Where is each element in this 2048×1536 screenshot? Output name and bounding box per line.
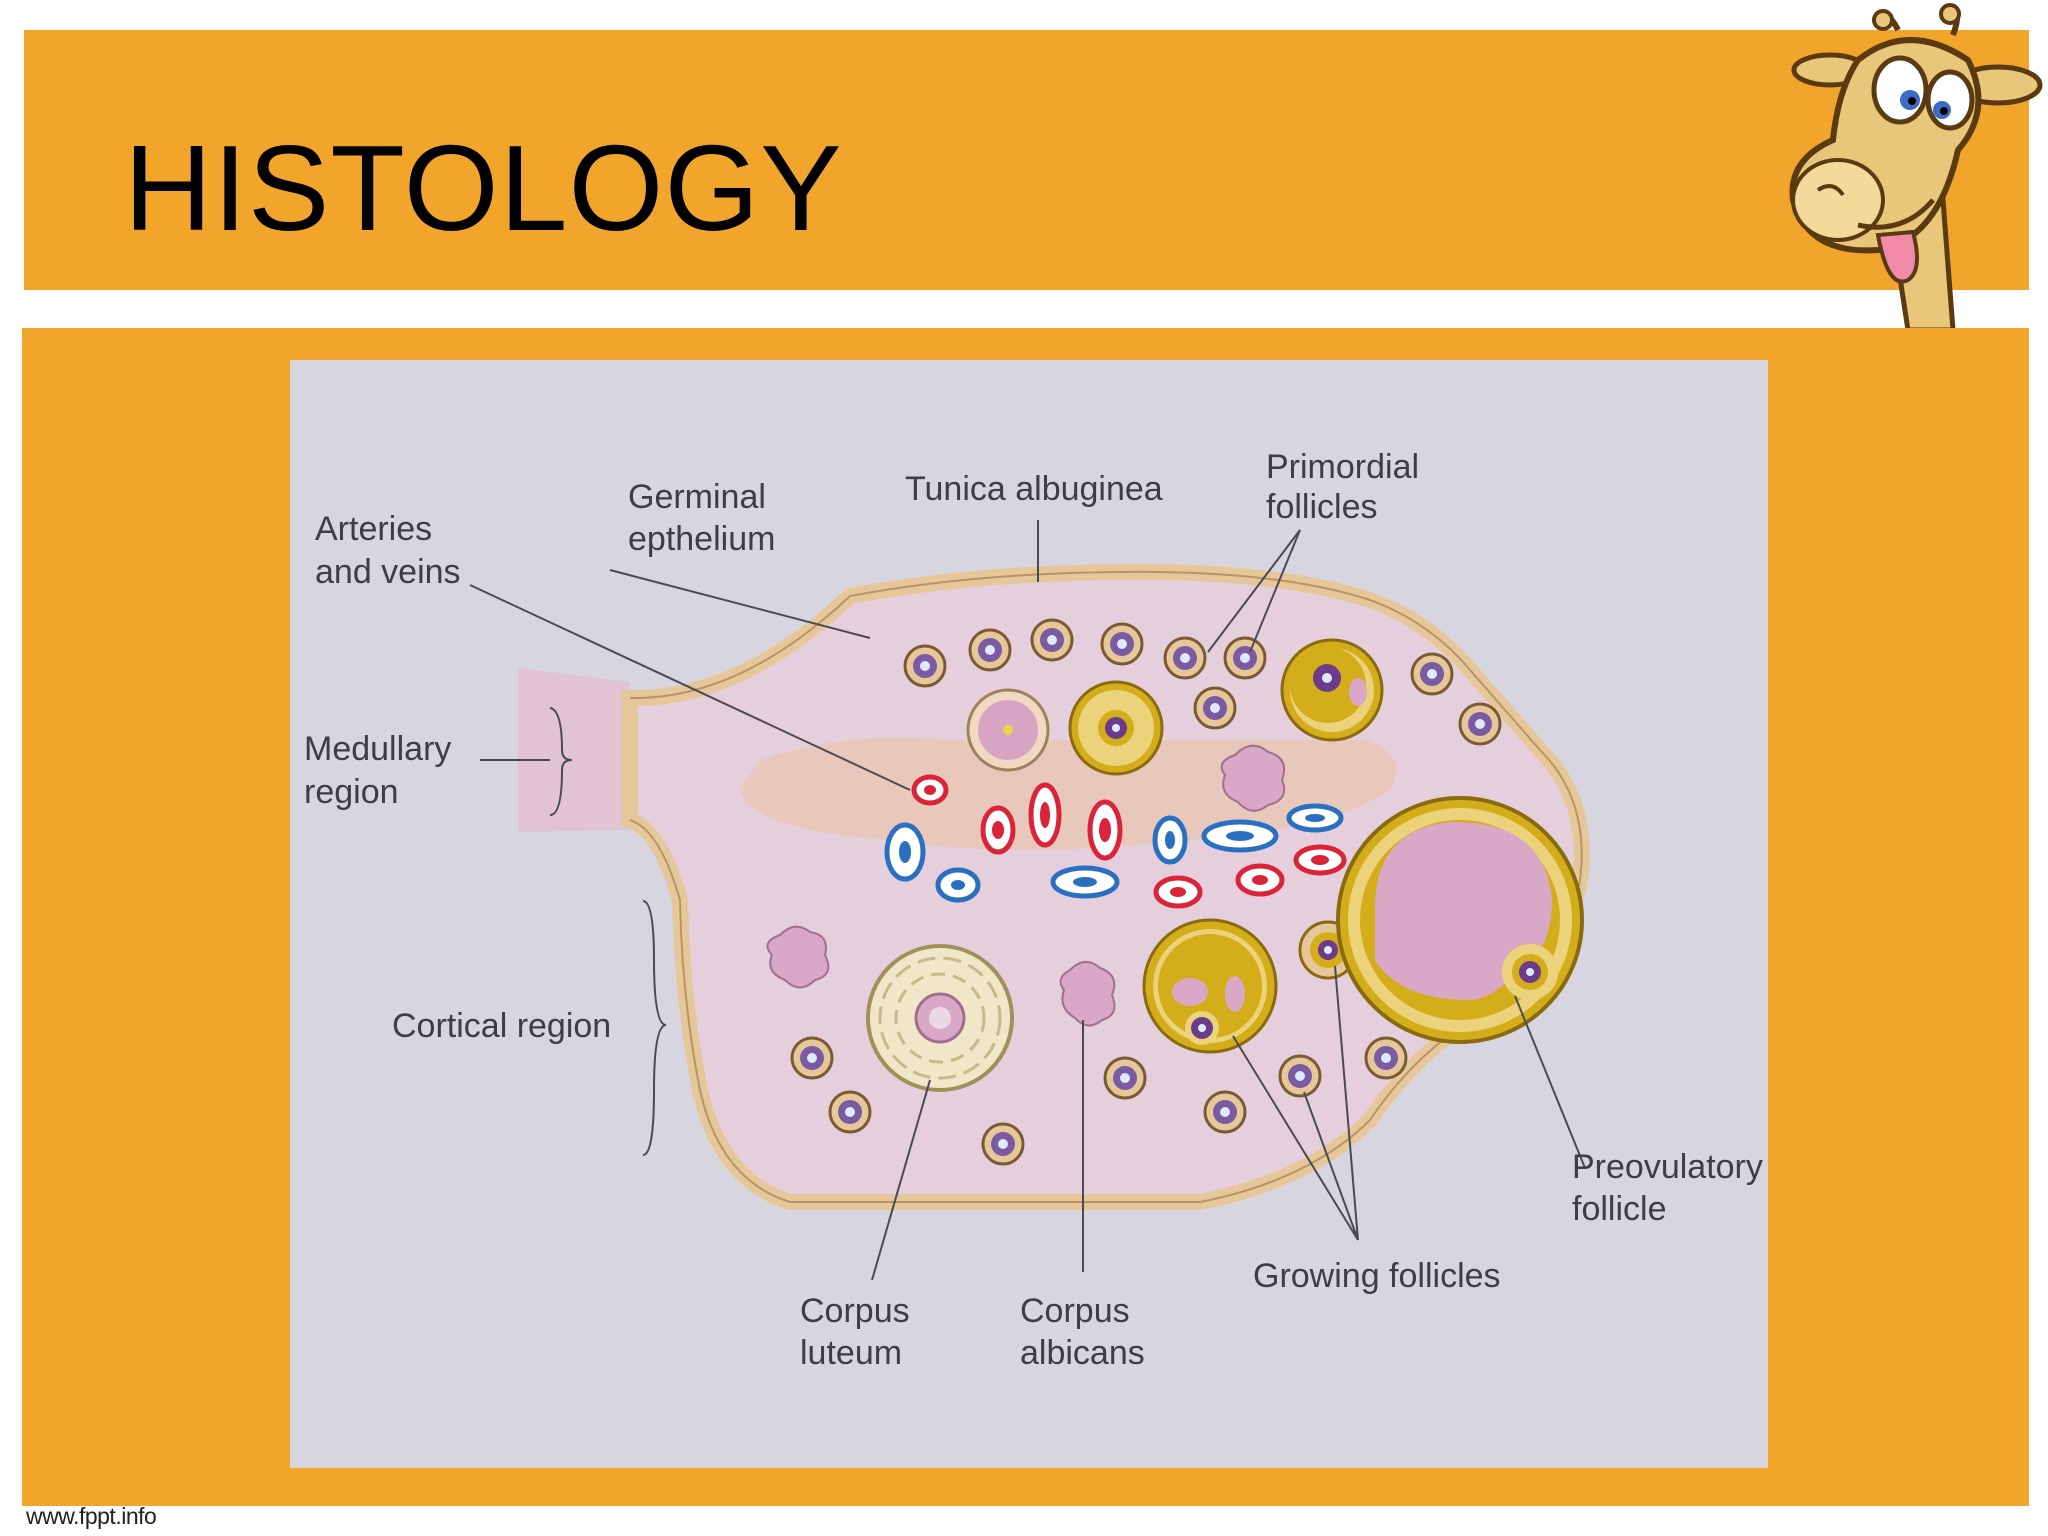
- primordial-follicle: [1103, 1056, 1147, 1100]
- growing-follicle: [1280, 638, 1384, 742]
- corpus-albicans: [1059, 961, 1116, 1027]
- hilum: [518, 668, 630, 832]
- primordial-follicle: [1203, 1090, 1247, 1134]
- primordial-follicle: [981, 1122, 1025, 1166]
- primordial-follicles: [790, 618, 1502, 1166]
- label-corpus-luteum: Corpus luteum: [800, 1292, 919, 1372]
- label-primordial-follicles: Primordial follicles: [1266, 448, 1429, 526]
- primordial-follicle: [1030, 618, 1074, 662]
- title-band: [24, 30, 2029, 290]
- primordial-follicle: [903, 644, 947, 688]
- primordial-follicle: [1278, 1054, 1322, 1098]
- primary-follicle: [966, 688, 1050, 772]
- primordial-follicle: [968, 628, 1012, 672]
- primordial-follicle: [1410, 652, 1454, 696]
- label-cortical-region: Cortical region: [392, 1007, 611, 1045]
- primordial-follicle: [1193, 686, 1237, 730]
- corpus-albicans: [766, 925, 830, 989]
- label-germinal-epithelium: Germinal epthelium: [628, 478, 775, 558]
- corpus-luteum: [866, 944, 1014, 1092]
- label-growing-follicles: Growing follicles: [1253, 1257, 1501, 1295]
- leader-lines: [469, 520, 1586, 1281]
- secondary-follicle: [1068, 680, 1164, 776]
- slide-title: HISTOLOGY: [124, 120, 843, 256]
- corpus-albicans: [1220, 744, 1286, 812]
- growing-follicle: [1142, 918, 1278, 1054]
- primordial-follicle: [1100, 622, 1144, 666]
- label-medullary-region: Medullary region: [304, 730, 461, 811]
- label-preovulatory-follicle: Preovulatory follicle: [1572, 1148, 1768, 1228]
- primordial-follicle: [790, 1036, 834, 1080]
- footer-url: www.fppt.info: [26, 1503, 157, 1529]
- giraffe-mascot-icon: [1789, 3, 2043, 330]
- primordial-follicle: [828, 1090, 872, 1134]
- primordial-follicle: [1364, 1036, 1408, 1080]
- primordial-follicle: [1223, 636, 1267, 680]
- label-tunica-albuginea: Tunica albuginea: [905, 470, 1163, 508]
- preovulatory-follicle: [1336, 796, 1584, 1044]
- label-arteries-and-veins: Arteries and veins: [315, 510, 461, 591]
- primordial-follicle: [1458, 702, 1502, 746]
- primordial-follicle: [1163, 636, 1207, 680]
- blood-vessels: [884, 774, 1347, 909]
- label-corpus-albicans: Corpus albicans: [1020, 1292, 1145, 1372]
- ovary-diagram: Arteries and veins Germinal epthelium Tu…: [290, 360, 1768, 1468]
